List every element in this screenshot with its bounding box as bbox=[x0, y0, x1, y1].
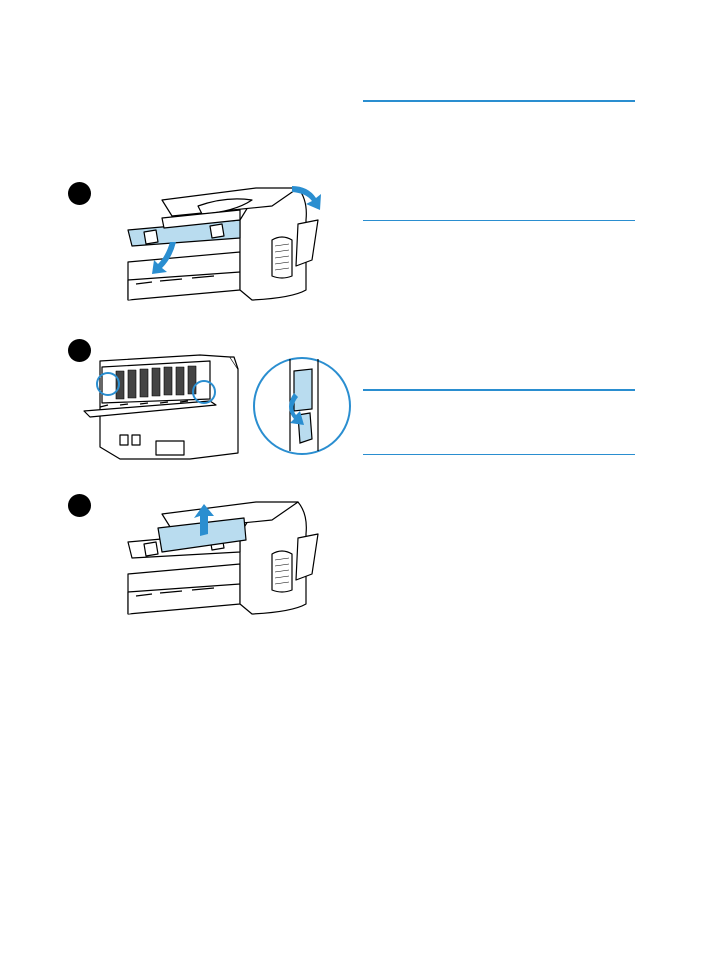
printer-rear-release-levers-illustration bbox=[83, 354, 351, 460]
note-rule-bottom bbox=[363, 220, 635, 221]
step-1-badge-icon bbox=[68, 182, 91, 205]
caution-rule-bottom bbox=[363, 454, 635, 455]
note-rule-top bbox=[363, 100, 635, 102]
printer-open-front-door-illustration bbox=[127, 186, 321, 301]
printer-remove-jammed-paper-illustration bbox=[127, 501, 319, 615]
step-2-badge-icon bbox=[68, 339, 91, 362]
step-3-badge-icon bbox=[68, 494, 91, 517]
caution-rule-top bbox=[363, 389, 635, 391]
